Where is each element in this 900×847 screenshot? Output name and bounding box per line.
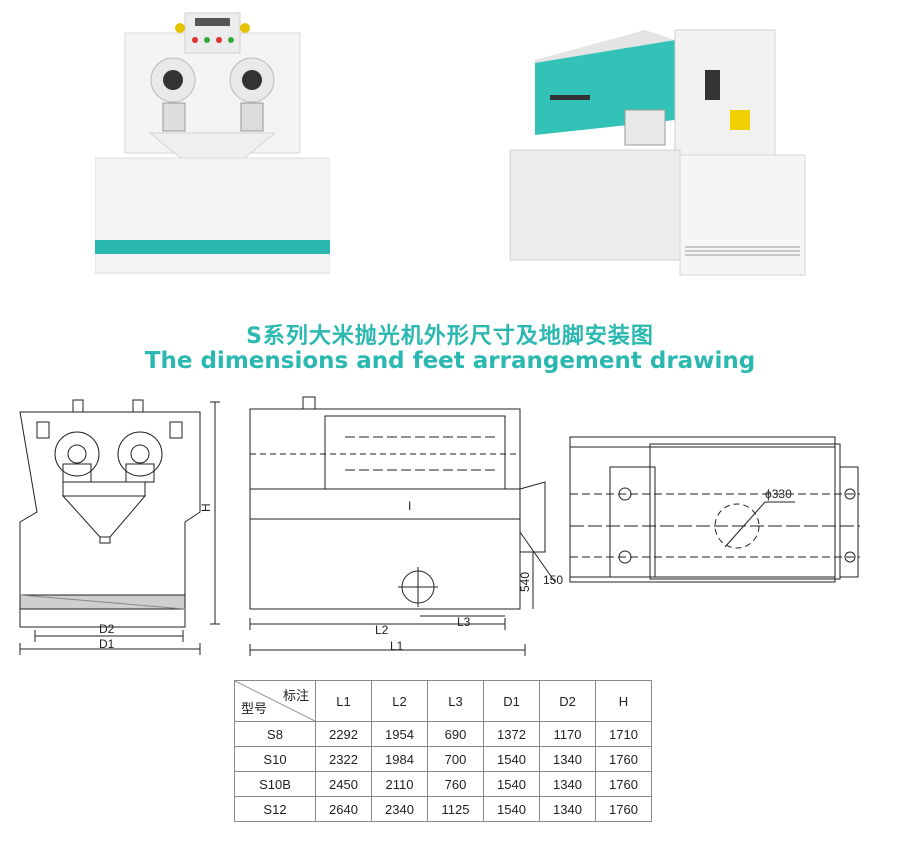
value-cell: 1170 <box>539 721 596 747</box>
dim-diameter-330: ϕ330 <box>765 487 792 501</box>
value-cell: 2110 <box>371 771 428 797</box>
table-row: S8 2292 1954 690 1372 1170 1710 <box>234 721 652 747</box>
col-header: L2 <box>371 680 428 722</box>
value-cell: 690 <box>427 721 484 747</box>
table-row: S10B 2450 2110 760 1540 1340 1760 <box>234 771 652 797</box>
col-header: D2 <box>539 680 596 722</box>
col-header: D1 <box>483 680 540 722</box>
col-header: L1 <box>315 680 372 722</box>
side-view-drawing: I L2 L1 L3 540 150 <box>249 396 563 656</box>
value-cell: 700 <box>427 746 484 772</box>
dim-L3: L3 <box>457 615 471 629</box>
table-row: S12 2640 2340 1125 1540 1340 1760 <box>234 796 652 822</box>
col-header: L3 <box>427 680 484 722</box>
dim-L1: L1 <box>390 639 404 653</box>
model-cell: S10 <box>234 746 316 772</box>
value-cell: 1340 <box>539 746 596 772</box>
value-cell: 1984 <box>371 746 428 772</box>
value-cell: 1760 <box>595 771 652 797</box>
value-cell: 1340 <box>539 796 596 822</box>
value-cell: 2292 <box>315 721 372 747</box>
title-english: The dimensions and feet arrangement draw… <box>144 348 756 374</box>
value-cell: 760 <box>427 771 484 797</box>
diagonal-divider <box>235 681 315 721</box>
side-center-mark: I <box>408 499 411 513</box>
corner-label-model: 型号 <box>241 701 268 716</box>
dim-150: 150 <box>543 573 563 587</box>
value-cell: 2450 <box>315 771 372 797</box>
machine-side-photo <box>509 29 806 276</box>
table-corner-cell: 标注 型号 <box>234 680 316 722</box>
value-cell: 2322 <box>315 746 372 772</box>
dimensions-table: 标注 型号 L1 L2 L3 D1 D2 H S8 2292 1954 690 … <box>234 680 652 822</box>
value-cell: 1540 <box>483 746 540 772</box>
model-cell: S10B <box>234 771 316 797</box>
dim-540: 540 <box>518 572 532 592</box>
model-cell: S12 <box>234 796 316 822</box>
value-cell: 1372 <box>483 721 540 747</box>
machine-front-photo <box>95 12 330 274</box>
value-cell: 1760 <box>595 796 652 822</box>
table-header-row: 标注 型号 L1 L2 L3 D1 D2 H <box>234 680 652 722</box>
dim-L2: L2 <box>375 623 389 637</box>
value-cell: 1760 <box>595 746 652 772</box>
front-view-drawing: H D2 D1 <box>19 399 220 655</box>
value-cell: 1340 <box>539 771 596 797</box>
dim-D2: D2 <box>99 622 115 636</box>
value-cell: 1125 <box>427 796 484 822</box>
corner-label-annotation: 标注 <box>282 688 309 703</box>
table-row: S10 2322 1984 700 1540 1340 1760 <box>234 746 652 772</box>
title-chinese: S系列大米抛光机外形尺寸及地脚安装图 <box>246 324 654 349</box>
value-cell: 2340 <box>371 796 428 822</box>
value-cell: 1954 <box>371 721 428 747</box>
value-cell: 1540 <box>483 771 540 797</box>
value-cell: 1710 <box>595 721 652 747</box>
dim-D1: D1 <box>99 637 115 651</box>
model-cell: S8 <box>234 721 316 747</box>
dim-H: H <box>199 503 213 512</box>
top-view-drawing: ϕ330 <box>569 436 860 583</box>
value-cell: 1540 <box>483 796 540 822</box>
col-header: H <box>595 680 652 722</box>
value-cell: 2640 <box>315 796 372 822</box>
